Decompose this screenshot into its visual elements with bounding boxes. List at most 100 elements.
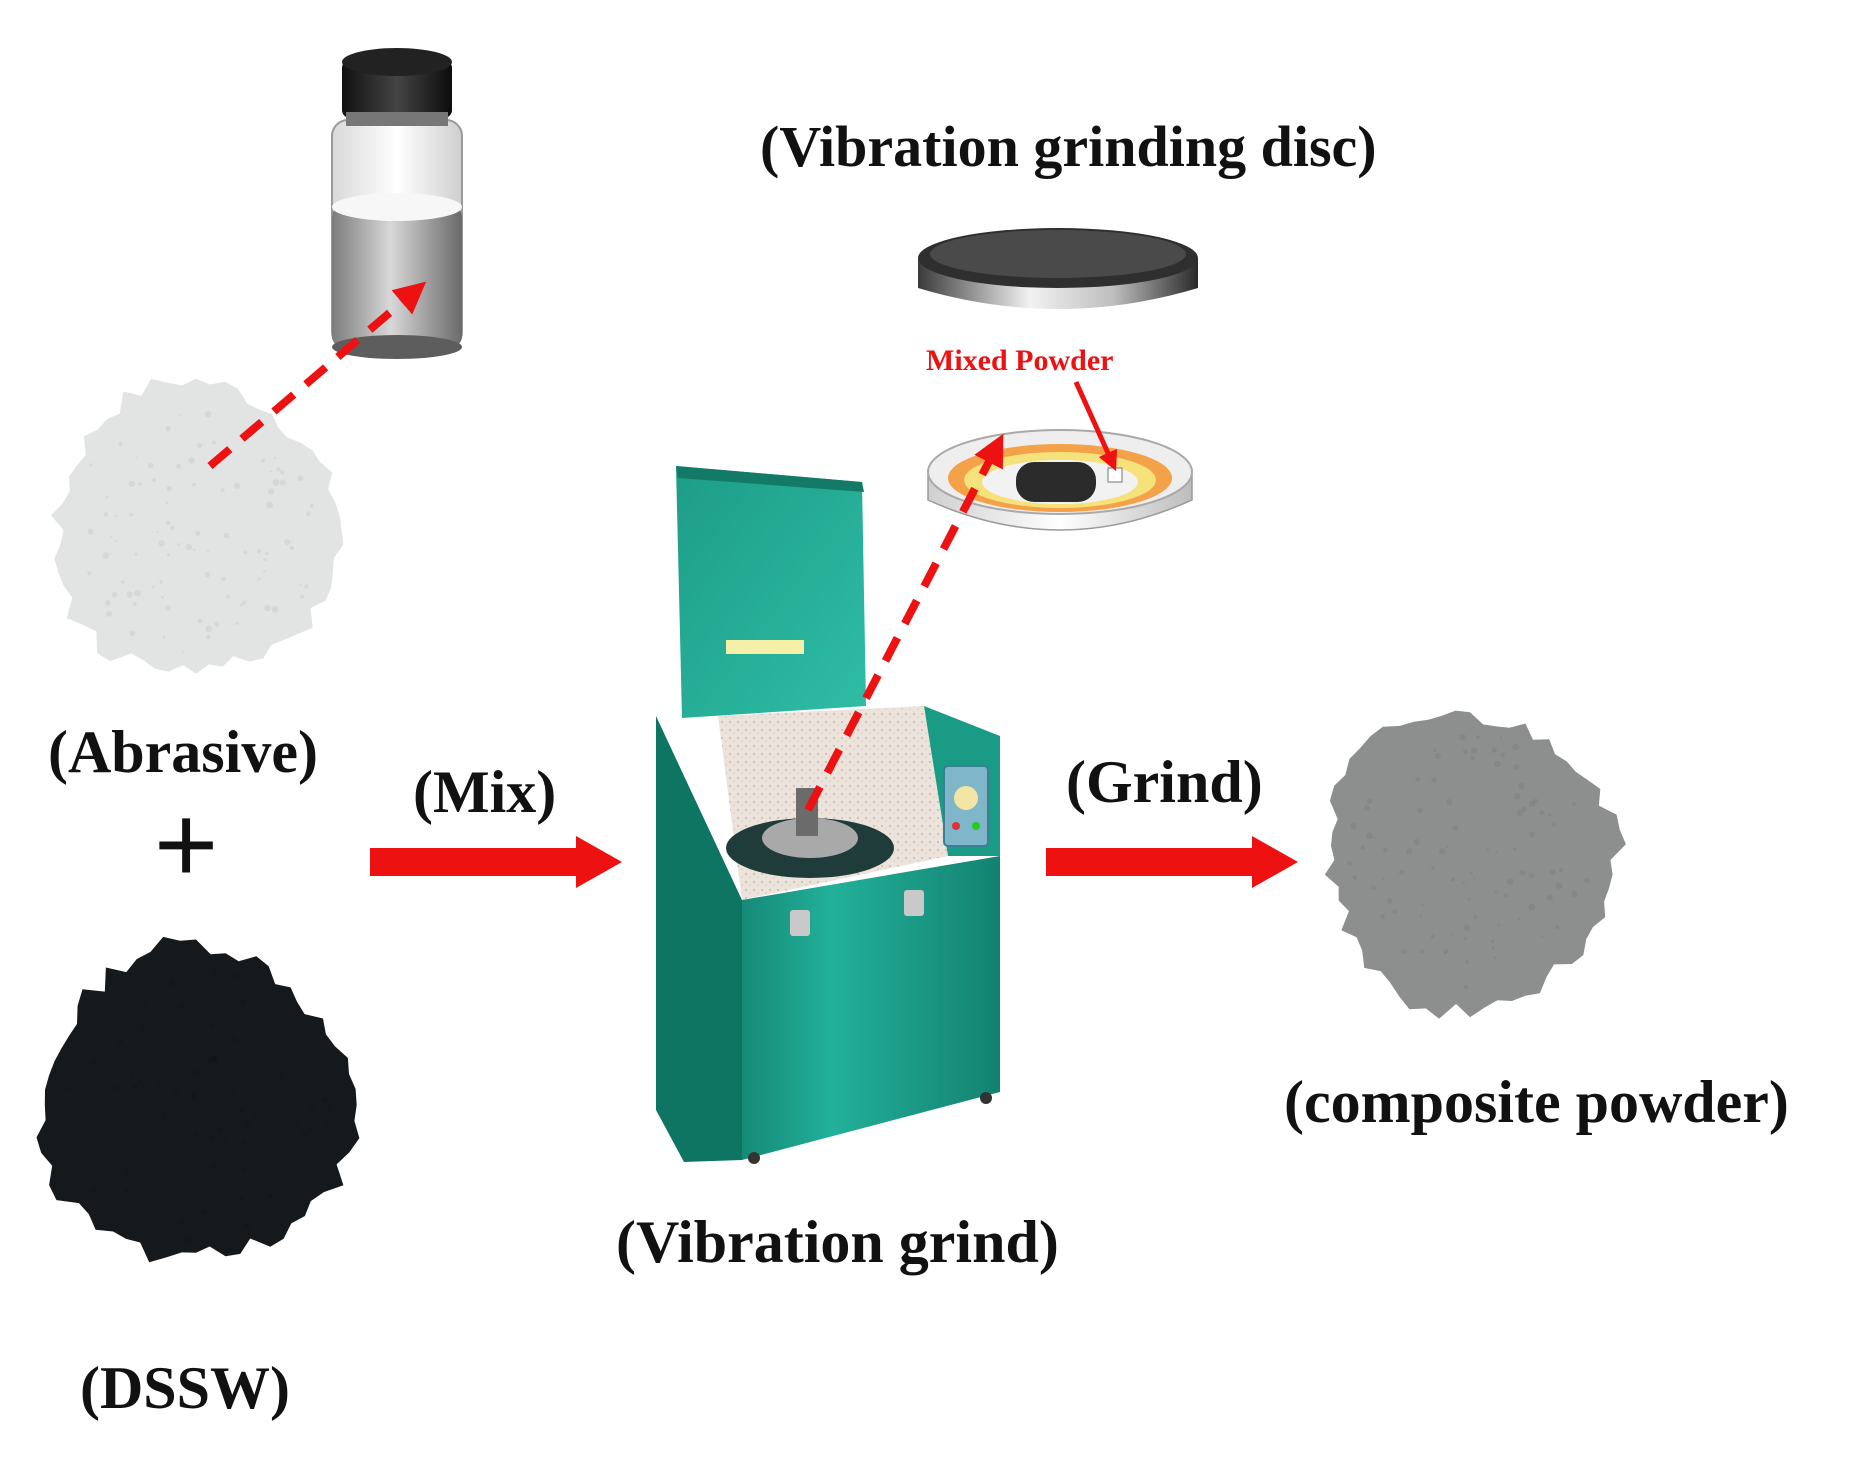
composite-powder-pile-grain bbox=[1467, 897, 1472, 902]
dssw-powder-pile-grain bbox=[178, 997, 181, 1001]
abrasive-powder-pile-grain bbox=[192, 548, 196, 551]
abrasive-powder-pile-grain bbox=[87, 571, 92, 576]
dssw-powder-pile-grain bbox=[190, 1096, 198, 1103]
composite-powder-pile-grain bbox=[1431, 777, 1437, 783]
dssw-powder-pile-grain bbox=[327, 1104, 333, 1111]
dssw-powder-pile-grain bbox=[160, 1112, 167, 1118]
abrasive-powder-pile-grain bbox=[111, 591, 118, 598]
abrasive-powder-pile-grain bbox=[280, 470, 285, 475]
disc-lid-icon bbox=[918, 228, 1198, 309]
composite-powder-pile-grain bbox=[1539, 810, 1545, 815]
dssw-powder-pile-grain bbox=[321, 1097, 328, 1104]
composite-powder-pile bbox=[1324, 710, 1626, 1019]
composite-powder-pile-grain bbox=[1452, 825, 1459, 832]
composite-powder-pile-grain bbox=[1549, 869, 1556, 876]
bottle-fill-surface bbox=[332, 193, 462, 221]
dssw-powder-pile-grain bbox=[219, 1154, 223, 1159]
abrasive-powder-pile-grain bbox=[272, 606, 279, 613]
dssw-powder-pile-grain bbox=[237, 1002, 241, 1006]
dssw-powder-pile-grain bbox=[123, 1188, 131, 1195]
machine-foot bbox=[748, 1152, 760, 1164]
composite-powder-pile-grain bbox=[1528, 903, 1536, 911]
composite-powder-pile-grain bbox=[1491, 946, 1495, 950]
dssw-powder-pile-grain bbox=[311, 1087, 314, 1091]
dssw-label: (DSSW) bbox=[80, 1355, 291, 1421]
dssw-powder-pile-grain bbox=[200, 1208, 208, 1215]
abrasive-powder-pile-grain bbox=[309, 503, 314, 508]
composite-powder-pile-grain bbox=[1443, 948, 1449, 954]
vibration-mill-icon bbox=[656, 466, 1000, 1164]
mixed-powder-label: Mixed Powder bbox=[926, 344, 1114, 377]
abrasive-label: (Abrasive) bbox=[48, 719, 318, 785]
composite-powder-pile-grain bbox=[1386, 898, 1393, 904]
abrasive-powder-pile-grain bbox=[204, 571, 211, 578]
dssw-powder-pile-grain bbox=[238, 1068, 242, 1072]
composite-powder-pile-grain bbox=[1415, 776, 1420, 782]
composite-powder-pile-grain bbox=[1349, 822, 1357, 830]
abrasive-powder-pile-grain bbox=[276, 467, 281, 472]
dssw-powder-pile-grain bbox=[244, 1119, 251, 1126]
abrasive-powder-pile-grain bbox=[114, 514, 117, 517]
composite-powder-pile-grain bbox=[1413, 839, 1420, 846]
composite-powder-pile-grain bbox=[1517, 917, 1521, 921]
dssw-powder-pile-grain bbox=[258, 984, 262, 987]
abrasive-powder-pile-grain bbox=[110, 535, 113, 538]
composite-powder-pile-grain bbox=[1494, 760, 1501, 768]
composite-powder-pile-grain bbox=[1381, 877, 1385, 881]
composite-powder-pile-grain bbox=[1444, 952, 1447, 955]
plus-sign: + bbox=[154, 783, 219, 906]
grind-label: (Grind) bbox=[1066, 749, 1263, 815]
abrasive-powder-pile-grain bbox=[242, 601, 247, 605]
composite-powder-pile-grain bbox=[1371, 885, 1376, 891]
bottle-icon bbox=[331, 48, 463, 359]
abrasive-powder-pile-grain bbox=[206, 634, 211, 640]
dssw-powder-pile-grain bbox=[129, 1036, 134, 1041]
dssw-powder-pile-grain bbox=[90, 1058, 97, 1066]
abrasive-powder-pile-grain bbox=[147, 462, 154, 469]
dssw-powder-pile-grain bbox=[324, 1119, 330, 1125]
dssw-powder-pile-grain bbox=[179, 1004, 185, 1010]
abrasive-powder-pile-grain bbox=[165, 605, 171, 611]
abrasive-powder-pile-grain bbox=[269, 470, 272, 473]
abrasive-powder-pile-grain bbox=[205, 625, 212, 633]
dssw-powder-pile-grain bbox=[252, 1112, 257, 1118]
composite-powder-pile-grain bbox=[1438, 848, 1446, 855]
dssw-powder-pile-grain bbox=[291, 1166, 297, 1171]
dssw-powder-pile-grain bbox=[143, 1000, 148, 1004]
dssw-powder-pile-grain bbox=[144, 1165, 148, 1170]
abrasive-powder-pile-grain bbox=[165, 520, 171, 525]
abrasive-powder-pile-grain bbox=[221, 576, 226, 582]
abrasive-powder-pile-grain bbox=[182, 651, 185, 654]
bottle-neck bbox=[346, 112, 448, 126]
abrasive-powder-pile-grain bbox=[156, 531, 159, 534]
abrasive-powder-pile-grain bbox=[257, 577, 261, 581]
composite-powder-pile-grain bbox=[1499, 736, 1503, 740]
abrasive-powder-pile-grain bbox=[211, 440, 217, 445]
composite-powder-pile-grain bbox=[1517, 782, 1525, 790]
abrasive-powder-pile-grain bbox=[177, 543, 180, 546]
abrasive-powder-pile-grain bbox=[160, 595, 164, 599]
mix-label: (Mix) bbox=[413, 759, 557, 825]
abrasive-powder-pile-grain bbox=[165, 426, 171, 432]
abrasive-powder-pile-grain bbox=[289, 545, 294, 551]
machine-lid-edge bbox=[676, 466, 864, 492]
composite-powder-pile-grain bbox=[1528, 800, 1536, 807]
machine-front bbox=[742, 856, 1000, 1160]
composite-powder-pile-grain bbox=[1533, 798, 1539, 804]
abrasive-powder-pile-grain bbox=[106, 611, 112, 617]
dssw-powder-pile-grain bbox=[174, 1195, 177, 1199]
dssw-powder-pile-grain bbox=[301, 1130, 308, 1136]
dssw-powder-pile-grain bbox=[302, 1078, 308, 1084]
dssw-powder-pile-grain bbox=[155, 1083, 160, 1088]
composite-powder-pile-grain bbox=[1554, 924, 1560, 930]
dssw-powder-pile-grain bbox=[309, 1103, 316, 1110]
abrasive-powder-pile-grain bbox=[196, 442, 203, 449]
composite-powder-pile-grain bbox=[1463, 936, 1467, 941]
machine-latch-left bbox=[790, 910, 810, 936]
abrasive-powder-pile-grain bbox=[195, 530, 201, 536]
dssw-powder-pile-grain bbox=[238, 1196, 245, 1202]
dssw-powder-pile-grain bbox=[190, 1070, 197, 1077]
dssw-powder-pile bbox=[36, 936, 360, 1263]
abrasive-powder-pile-grain bbox=[118, 441, 123, 447]
